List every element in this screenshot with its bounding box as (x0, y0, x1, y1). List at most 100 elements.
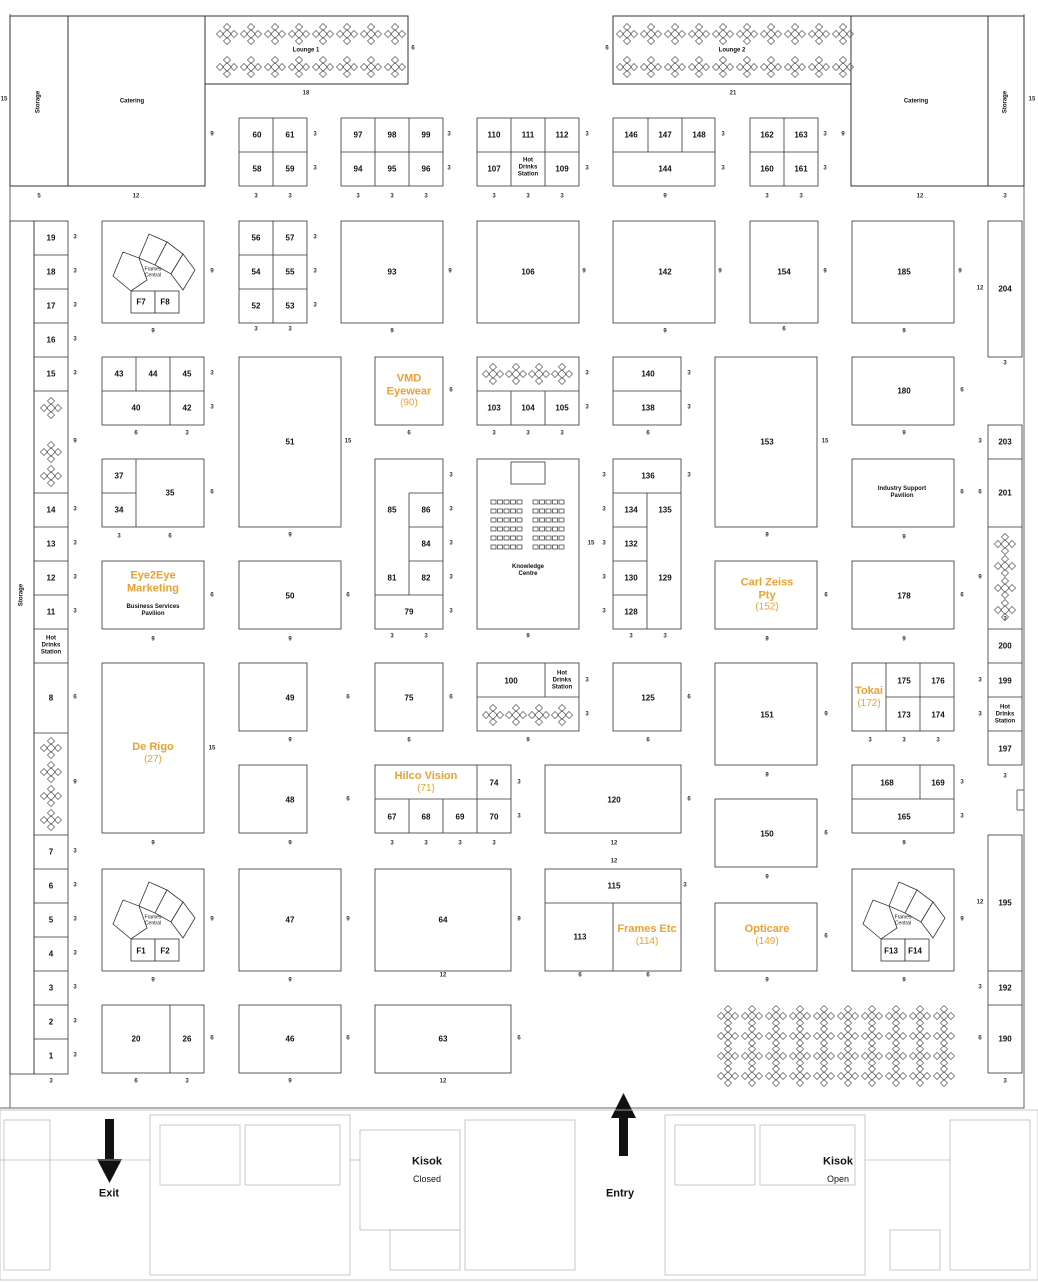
stand-81[interactable]: 81 (387, 573, 397, 583)
stand-130[interactable]: 130 (624, 573, 638, 583)
stand-107[interactable]: 107 (487, 164, 501, 174)
carl-zeiss-stand[interactable]: Carl Zeiss Pty (152) (740, 576, 794, 613)
stand-F13[interactable]: F13 (884, 946, 898, 956)
stand-57[interactable]: 57 (285, 233, 295, 243)
stand-174[interactable]: 174 (931, 710, 945, 720)
stand-52[interactable]: 52 (251, 301, 261, 311)
stand-100[interactable]: 100 (504, 676, 518, 686)
stand-12[interactable]: 12 (46, 573, 56, 583)
stand-110[interactable]: 110 (487, 130, 501, 140)
de-rigo-stand[interactable]: De Rigo (27) (132, 740, 174, 765)
stand-47[interactable]: 47 (285, 915, 295, 925)
eye2eye-marketing-stand[interactable]: Eye2Eye Marketing (127, 569, 179, 594)
stand-180[interactable]: 180 (897, 386, 911, 396)
stand-79[interactable]: 79 (404, 607, 414, 617)
stand-115[interactable]: 115 (607, 881, 621, 891)
stand-63[interactable]: 63 (438, 1034, 448, 1044)
stand-142[interactable]: 142 (658, 267, 672, 277)
stand-59[interactable]: 59 (285, 164, 295, 174)
stand-97[interactable]: 97 (353, 130, 363, 140)
stand-3[interactable]: 3 (48, 983, 54, 993)
stand-162[interactable]: 162 (760, 130, 774, 140)
stand-144[interactable]: 144 (658, 164, 672, 174)
stand-67[interactable]: 67 (387, 812, 397, 822)
stand-4[interactable]: 4 (48, 949, 54, 959)
stand-103[interactable]: 103 (487, 403, 501, 413)
stand-15[interactable]: 15 (46, 369, 56, 379)
stand-185[interactable]: 185 (897, 267, 911, 277)
stand-F2[interactable]: F2 (160, 946, 170, 956)
stand-13[interactable]: 13 (46, 539, 56, 549)
stand-85[interactable]: 85 (387, 505, 397, 515)
stand-161[interactable]: 161 (794, 164, 808, 174)
stand-111[interactable]: 111 (521, 130, 535, 140)
hilco-vision-stand[interactable]: Hilco Vision (71) (394, 769, 458, 794)
stand-99[interactable]: 99 (421, 130, 431, 140)
stand-F14[interactable]: F14 (908, 946, 922, 956)
stand-175[interactable]: 175 (897, 676, 911, 686)
stand-200[interactable]: 200 (998, 641, 1012, 651)
stand-49[interactable]: 49 (285, 693, 295, 703)
stand-26[interactable]: 26 (182, 1034, 192, 1044)
stand-43[interactable]: 43 (114, 369, 124, 379)
stand-140[interactable]: 140 (641, 369, 655, 379)
stand-56[interactable]: 56 (251, 233, 261, 243)
stand-148[interactable]: 148 (692, 130, 706, 140)
stand-199[interactable]: 199 (998, 676, 1012, 686)
stand-120[interactable]: 120 (607, 795, 621, 805)
stand-113[interactable]: 113 (573, 932, 587, 942)
tokai-stand[interactable]: Tokai (172) (855, 684, 883, 709)
stand-50[interactable]: 50 (285, 591, 295, 601)
stand-46[interactable]: 46 (285, 1034, 295, 1044)
stand-6[interactable]: 6 (48, 881, 54, 891)
stand-86[interactable]: 86 (421, 505, 431, 515)
stand-109[interactable]: 109 (555, 164, 569, 174)
stand-125[interactable]: 125 (641, 693, 655, 703)
stand-17[interactable]: 17 (46, 301, 56, 311)
stand-129[interactable]: 129 (658, 573, 672, 583)
stand-45[interactable]: 45 (182, 369, 192, 379)
stand-34[interactable]: 34 (114, 505, 124, 515)
stand-35[interactable]: 35 (165, 488, 175, 498)
stand-48[interactable]: 48 (285, 795, 295, 805)
stand-204[interactable]: 204 (998, 284, 1012, 294)
stand-37[interactable]: 37 (114, 471, 124, 481)
stand-93[interactable]: 93 (387, 267, 397, 277)
stand-14[interactable]: 14 (46, 505, 56, 515)
stand-40[interactable]: 40 (131, 403, 141, 413)
stand-105[interactable]: 105 (555, 403, 569, 413)
stand-F7[interactable]: F7 (136, 297, 146, 307)
stand-82[interactable]: 82 (421, 573, 431, 583)
stand-132[interactable]: 132 (624, 539, 638, 549)
stand-146[interactable]: 146 (624, 130, 638, 140)
stand-192[interactable]: 192 (998, 983, 1012, 993)
stand-58[interactable]: 58 (252, 164, 262, 174)
stand-154[interactable]: 154 (777, 267, 791, 277)
stand-106[interactable]: 106 (521, 267, 535, 277)
stand-136[interactable]: 136 (641, 471, 655, 481)
stand-163[interactable]: 163 (794, 130, 808, 140)
stand-44[interactable]: 44 (148, 369, 158, 379)
stand-11[interactable]: 11 (46, 607, 56, 617)
stand-134[interactable]: 134 (624, 505, 638, 515)
stand-195[interactable]: 195 (998, 898, 1012, 908)
stand-20[interactable]: 20 (131, 1034, 141, 1044)
stand-F8[interactable]: F8 (160, 297, 170, 307)
stand-16[interactable]: 16 (46, 335, 56, 345)
opticare-stand[interactable]: Opticare (149) (744, 922, 790, 947)
stand-84[interactable]: 84 (421, 539, 431, 549)
stand-2[interactable]: 2 (48, 1017, 54, 1027)
stand-68[interactable]: 68 (421, 812, 431, 822)
stand-169[interactable]: 169 (931, 778, 945, 788)
stand-104[interactable]: 104 (521, 403, 535, 413)
stand-7[interactable]: 7 (48, 847, 54, 857)
stand-168[interactable]: 168 (880, 778, 894, 788)
stand-60[interactable]: 60 (252, 130, 262, 140)
stand-F1[interactable]: F1 (136, 946, 146, 956)
stand-135[interactable]: 135 (658, 505, 672, 515)
stand-165[interactable]: 165 (897, 812, 911, 822)
stand-201[interactable]: 201 (998, 488, 1012, 498)
stand-64[interactable]: 64 (438, 915, 448, 925)
stand-160[interactable]: 160 (760, 164, 774, 174)
stand-178[interactable]: 178 (897, 591, 911, 601)
